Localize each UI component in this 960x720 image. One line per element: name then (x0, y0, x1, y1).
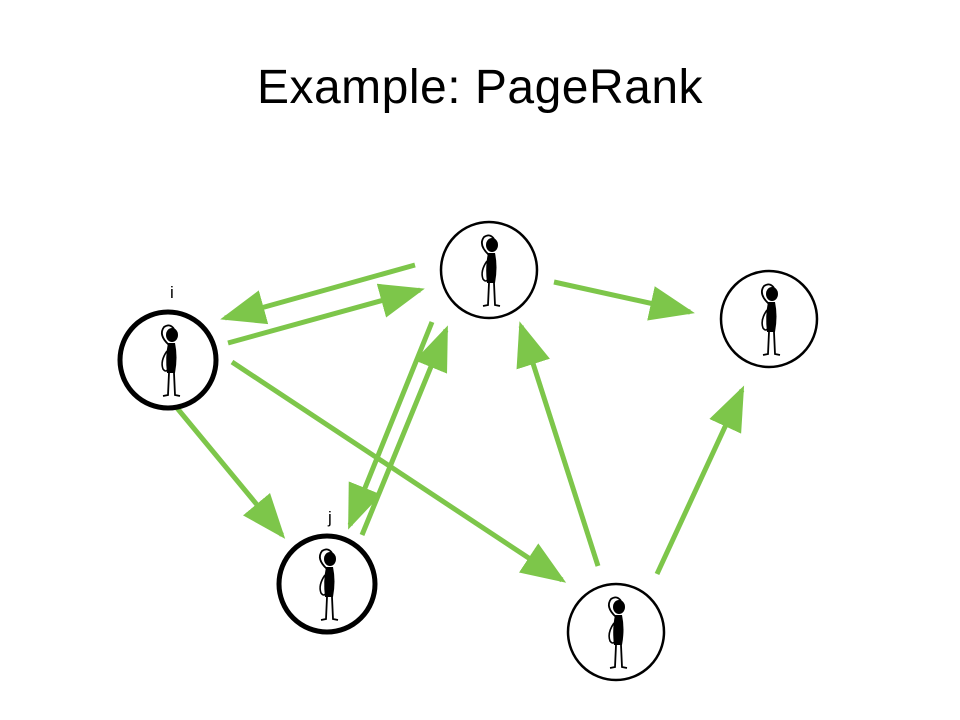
edge-i-to-top (227, 283, 425, 346)
node-i-label: i (170, 283, 174, 302)
graph-edges (175, 262, 745, 583)
edge-top-to-right (553, 279, 695, 321)
node-j (276, 533, 378, 635)
node-j-label: j (327, 508, 332, 527)
edge-top-to-j (347, 321, 435, 530)
edge-i-to-bottom (230, 359, 567, 583)
slide-title: Example: PageRank (256, 61, 704, 114)
node-right (719, 269, 819, 369)
edge-bottom-to-top (516, 321, 601, 567)
node-bottom (566, 582, 666, 682)
node-top (439, 220, 539, 320)
graph-nodes (117, 220, 819, 682)
node-i (117, 309, 219, 411)
edge-i-to-j (175, 406, 286, 539)
edge-top-to-i (220, 262, 416, 325)
edge-j-to-top (359, 325, 449, 536)
edge-bottom-to-right (654, 385, 745, 576)
